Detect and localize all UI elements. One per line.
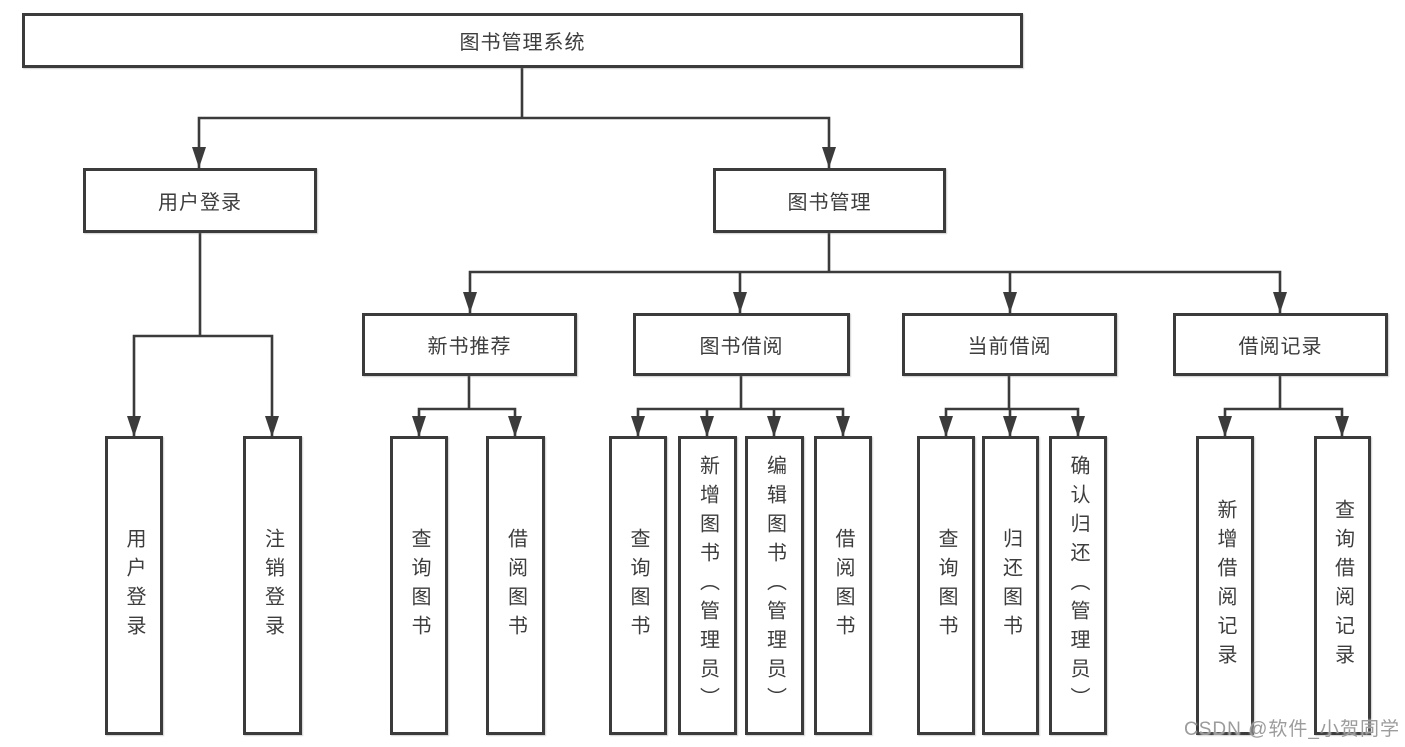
node-book-borrowing: 图书借阅 [633,313,850,376]
node-label: 当前借阅 [967,336,1052,358]
leaf-borrow-query-book: 查询图书 [609,436,667,735]
node-label: 新增图书（管理员） [696,455,719,716]
leaf-current-return-book: 归还图书 [982,436,1039,735]
node-new-book-recommendation: 新书推荐 [362,313,577,376]
node-label: 用户登录 [158,192,242,214]
connector-new-book-children [417,376,517,436]
connector-root-to-level2 [197,68,831,168]
leaf-records-add-record: 新增借阅记录 [1196,436,1254,735]
connector-borrow-records-children [1223,376,1344,436]
leaf-records-query-record: 查询借阅记录 [1314,436,1371,735]
leaf-recommend-query-book: 查询图书 [390,436,448,735]
leaf-logout: 注销登录 [243,436,302,735]
node-label: 编辑图书（管理员） [763,455,786,716]
node-label: 用户登录 [123,527,145,644]
node-label: 新书推荐 [427,336,512,358]
node-current-borrowing: 当前借阅 [902,313,1117,376]
node-label: 图书借阅 [699,336,784,358]
node-user-login: 用户登录 [83,168,317,233]
node-label: 查询图书 [627,527,649,644]
connector-lines [132,68,1344,436]
node-label: 查询图书 [408,527,430,644]
leaf-recommend-borrow-book: 借阅图书 [486,436,545,735]
leaf-current-confirm-return-admin: 确认归还（管理员） [1049,436,1107,735]
csdn-watermark: CSDN @软件_小贺同学 [1184,719,1400,740]
leaf-borrow-add-book-admin: 新增图书（管理员） [678,436,737,735]
node-label: 注销登录 [261,527,284,644]
connector-book-borrow-children [636,376,845,436]
leaf-current-query-book: 查询图书 [917,436,975,735]
leaf-borrow-edit-book-admin: 编辑图书（管理员） [745,436,804,735]
node-label: 确认归还（管理员） [1067,455,1089,716]
node-label: 新增借阅记录 [1214,498,1236,673]
node-label: 归还图书 [999,527,1022,644]
node-label: 查询图书 [935,527,957,644]
node-label: 图书管理 [787,192,872,214]
connector-book-management-children [468,233,1282,313]
node-label: 借阅记录 [1238,336,1323,358]
connector-user-login-children [132,233,274,436]
leaf-borrow-borrow-book: 借阅图书 [814,436,872,735]
node-label: 借阅图书 [504,527,527,644]
node-label: 查询借阅记录 [1331,498,1354,673]
node-library-management-system: 图书管理系统 [22,13,1023,68]
node-book-management: 图书管理 [713,168,946,233]
leaf-user-login: 用户登录 [105,436,163,735]
node-label: 借阅图书 [832,527,854,644]
node-borrowing-records: 借阅记录 [1173,313,1388,376]
node-label: 图书管理系统 [459,32,586,54]
